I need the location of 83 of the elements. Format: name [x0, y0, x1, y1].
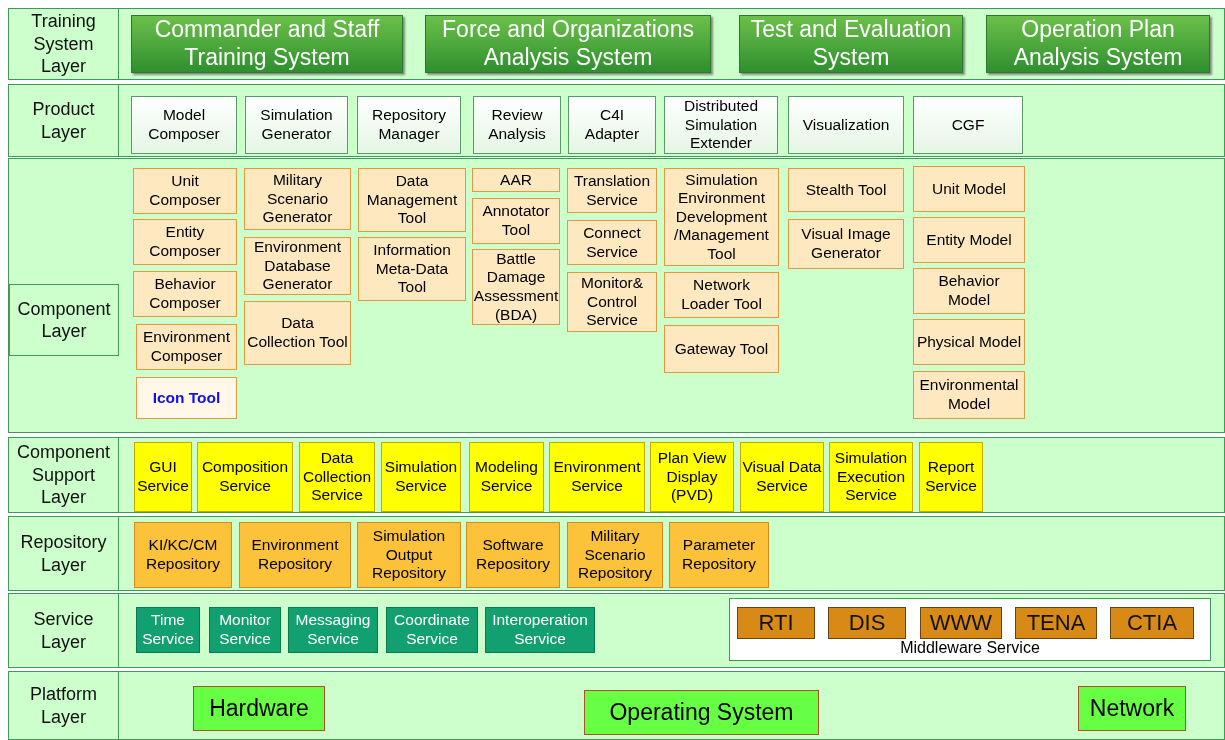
product-box: Visualization [788, 96, 904, 154]
component-box: Gateway Tool [664, 325, 779, 373]
component-box: Network Loader Tool [664, 272, 779, 318]
system-box: Test and Evaluation System [739, 15, 963, 73]
component-box: Environment Composer [136, 324, 237, 370]
component-box: Data Collection Tool [244, 301, 351, 365]
component-box: Military Scenario Generator [244, 168, 351, 230]
layer-band [8, 671, 1225, 740]
panel-title: Middleware Service [899, 637, 1041, 657]
component-box: Entity Composer [133, 219, 237, 265]
service-box: Messaging Service [288, 607, 378, 653]
support-service-box: Simulation Service [381, 442, 461, 512]
middleware-box: TENA [1015, 607, 1097, 639]
product-box: CGF [913, 96, 1023, 154]
product-box: Repository Manager [357, 96, 461, 154]
platform-box: Network [1078, 686, 1186, 731]
component-box: Unit Model [913, 166, 1025, 212]
component-box: Connect Service [567, 220, 657, 265]
middleware-panel [729, 598, 1211, 661]
support-service-box: Visual Data Service [740, 442, 824, 512]
component-box: Environmental Model [913, 371, 1025, 419]
platform-box: Hardware [193, 686, 325, 731]
repository-box: Simulation Output Repository [357, 522, 461, 588]
support-service-box: GUI Service [134, 442, 192, 512]
repository-box: Software Repository [466, 522, 560, 588]
component-box: Stealth Tool [788, 168, 904, 212]
component-box: Data Management Tool [358, 168, 466, 232]
support-service-box: Modeling Service [469, 442, 544, 512]
service-box: Interoperation Service [485, 607, 595, 653]
support-service-box: Composition Service [197, 442, 293, 512]
middleware-box: WWW [920, 607, 1002, 639]
layer-band [8, 84, 1225, 157]
layer-band [8, 516, 1225, 591]
layer-band [8, 8, 1225, 80]
support-service-box: Report Service [919, 442, 983, 512]
layer-label: Product Layer [9, 85, 119, 156]
component-box: Monitor& Control Service [567, 272, 657, 332]
repository-box: Military Scenario Repository [567, 522, 663, 588]
support-service-box: Data Collection Service [299, 442, 375, 512]
system-box: Commander and Staff Training System [131, 15, 403, 73]
system-box: Force and Organizations Analysis System [425, 15, 711, 73]
repository-box: KI/KC/CM Repository [134, 522, 232, 588]
layer-label: Repository Layer [9, 517, 119, 590]
layer-band [8, 593, 1225, 668]
repository-box: Parameter Repository [669, 522, 769, 588]
repository-box: Environment Repository [239, 522, 351, 588]
support-service-box: Environment Service [549, 442, 645, 512]
layer-band [8, 158, 1225, 433]
middleware-box: DIS [828, 607, 906, 639]
service-box: Monitor Service [209, 607, 281, 653]
component-box: Physical Model [913, 319, 1025, 365]
system-box: Operation Plan Analysis System [986, 15, 1210, 73]
component-box: Translation Service [567, 168, 657, 213]
layer-label: Service Layer [9, 594, 119, 667]
middleware-box: CTIA [1110, 607, 1194, 639]
product-box: Review Analysis [473, 96, 561, 154]
component-box: AAR [472, 168, 560, 192]
component-box: Icon Tool [136, 377, 237, 419]
component-box: Unit Composer [133, 168, 237, 214]
middleware-box: RTI [737, 607, 815, 639]
support-service-box: Plan View Display (PVD) [650, 442, 734, 512]
layer-label: Training System Layer [9, 9, 119, 79]
component-box: Simulation Environment Development /Management Tool [664, 168, 779, 266]
component-box: Behavior Model [913, 268, 1025, 314]
product-box: Model Composer [131, 96, 237, 154]
service-box: Time Service [136, 607, 200, 653]
component-box: Environment Database Generator [244, 237, 351, 295]
product-box: Distributed Simulation Extender [664, 96, 778, 154]
layer-label: Platform Layer [9, 672, 119, 739]
component-box: Behavior Composer [133, 271, 237, 317]
layer-label: Component Layer [9, 284, 119, 356]
component-box: Information Meta-Data Tool [358, 237, 466, 301]
component-box: Annotator Tool [472, 198, 560, 244]
layer-label: Component Support Layer [9, 438, 119, 512]
component-box: Visual Image Generator [788, 219, 904, 269]
component-box: Battle Damage Assessment (BDA) [472, 249, 560, 325]
layer-band [8, 437, 1225, 513]
platform-box: Operating System [584, 690, 819, 735]
service-box: Coordinate Service [386, 607, 478, 653]
product-box: C4I Adapter [568, 96, 656, 154]
support-service-box: Simulation Execution Service [829, 442, 913, 512]
product-box: Simulation Generator [245, 96, 348, 154]
component-box: Entity Model [913, 217, 1025, 263]
